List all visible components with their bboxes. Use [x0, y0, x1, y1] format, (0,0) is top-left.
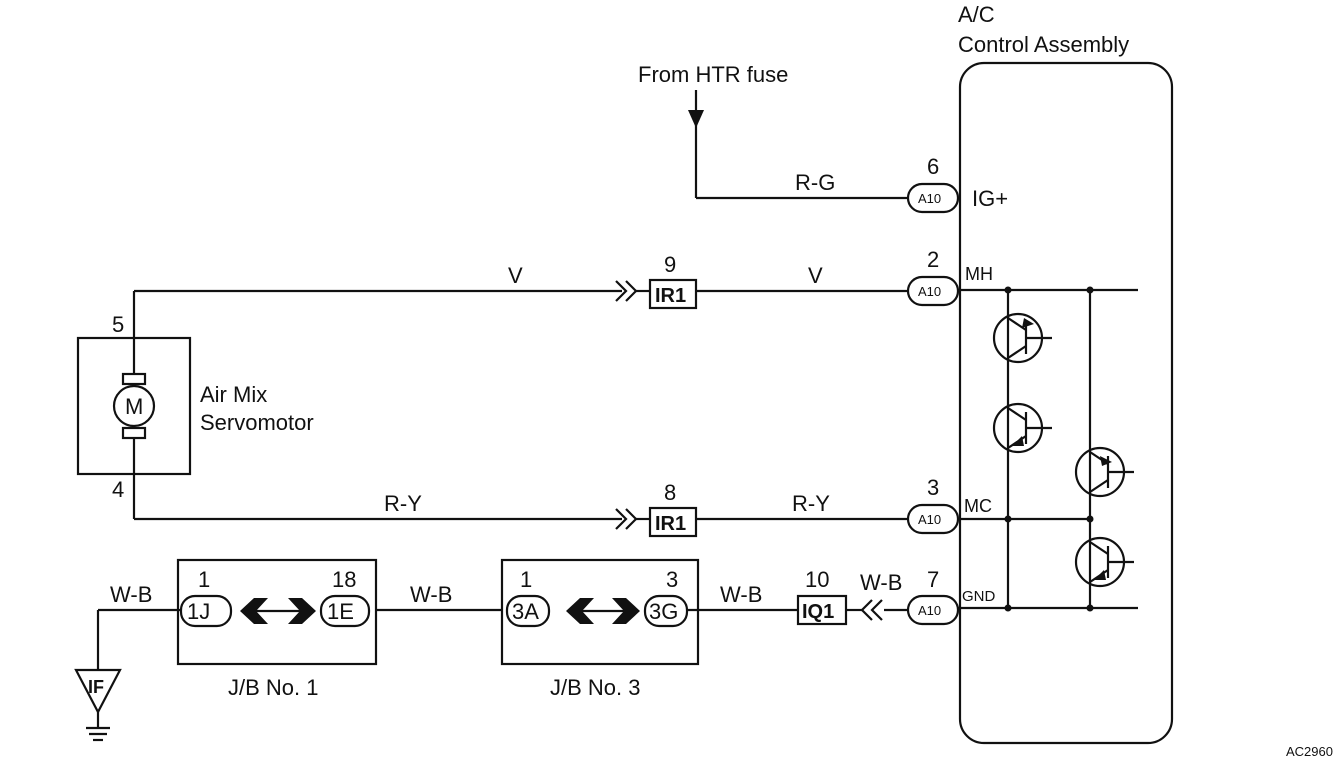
motor-label-line2: Servomotor: [200, 410, 314, 435]
wire-label-v-right: V: [808, 263, 823, 288]
connector-a10-pin7: A10 7 GND: [906, 567, 996, 626]
wire-label-ry-left: R-Y: [384, 491, 422, 516]
ac-control-assembly: A/C Control Assembly: [958, 2, 1174, 745]
fuse-label: From HTR fuse: [638, 62, 788, 87]
connector-pin: 7: [927, 567, 939, 592]
wire-label-ry-right: R-Y: [792, 491, 830, 516]
connector-code: IQ1: [802, 601, 834, 623]
ground-code: IF: [88, 677, 104, 697]
terminal-label: MH: [965, 264, 993, 284]
motor-symbol: M: [125, 394, 143, 419]
connector-code: A10: [918, 191, 941, 206]
jb1-label: J/B No. 1: [228, 675, 318, 700]
connector-pin: 2: [927, 247, 939, 272]
jb1-left-connector: 1J: [187, 599, 210, 624]
wire-wb-gnd: W-B IQ1 10 W-B: [688, 567, 908, 626]
connector-code: A10: [918, 284, 941, 299]
transistor-icon: [1074, 536, 1134, 588]
terminal-label: IG+: [972, 186, 1008, 211]
wire-ry: R-Y IR1 8 R-Y: [134, 480, 908, 538]
motor-label-line1: Air Mix: [200, 382, 267, 407]
transistor-icon: [1074, 446, 1134, 498]
transistor-bridge: [958, 286, 1138, 612]
assembly-title-line2: Control Assembly: [958, 32, 1129, 57]
jb1-left-pin: 1: [198, 567, 210, 592]
jb3-left-pin: 1: [520, 567, 532, 592]
htr-fuse-feed: From HTR fuse R-G: [638, 62, 908, 200]
wire-label-wb-gnd: W-B: [860, 570, 902, 595]
connector-pin: 10: [805, 567, 829, 592]
connector-pin: 9: [664, 252, 676, 277]
ground-connection: W-B IF: [74, 582, 181, 742]
jb1-right-connector: 1E: [327, 599, 354, 624]
transistor-icon: [992, 312, 1052, 364]
connector-pin: 3: [927, 475, 939, 500]
motor-pin-bottom: 4: [112, 477, 124, 502]
wire-label-wb-jb3: W-B: [720, 582, 762, 607]
terminal-label: MC: [964, 496, 992, 516]
figure-id: AC2960: [1286, 744, 1333, 759]
motor-pin-top: 5: [112, 312, 124, 337]
motor-icon: [112, 384, 156, 428]
transistor-icon: [992, 402, 1052, 454]
connector-pin: 8: [664, 480, 676, 505]
connector-code: IR1: [655, 285, 686, 307]
wire-label-rg: R-G: [795, 170, 835, 195]
jb3-label: J/B No. 3: [550, 675, 640, 700]
air-mix-servomotor: 5 4 M Air Mix Servomotor: [76, 312, 314, 519]
connector-code: A10: [918, 603, 941, 618]
assembly-title-line1: A/C: [958, 2, 995, 27]
wire-v: V IR1 9 V: [132, 252, 908, 375]
connector-a10-pin3: A10 3 MC: [906, 475, 992, 535]
fuse-arrow-icon: [688, 110, 704, 128]
junction-block-1: 1J 1 1E 18 J/B No. 1: [176, 558, 378, 700]
connector-a10-pin6: A10 6 IG+: [906, 154, 1008, 214]
connector-code: A10: [918, 512, 941, 527]
wire-label-wb-ground: W-B: [110, 582, 152, 607]
jb3-left-connector: 3A: [512, 599, 539, 624]
connector-a10-pin2: A10 2 MH: [906, 247, 993, 307]
connector-code: IR1: [655, 513, 686, 535]
terminal-label: GND: [962, 588, 996, 605]
junction-block-3: 3A 1 3G 3 J/B No. 3: [500, 558, 700, 700]
jb1-right-pin: 18: [332, 567, 356, 592]
wire-label-wb-mid: W-B: [410, 582, 452, 607]
jb3-right-connector: 3G: [649, 599, 678, 624]
wire-label-v-left: V: [508, 263, 523, 288]
jb3-right-pin: 3: [666, 567, 678, 592]
connector-pin: 6: [927, 154, 939, 179]
